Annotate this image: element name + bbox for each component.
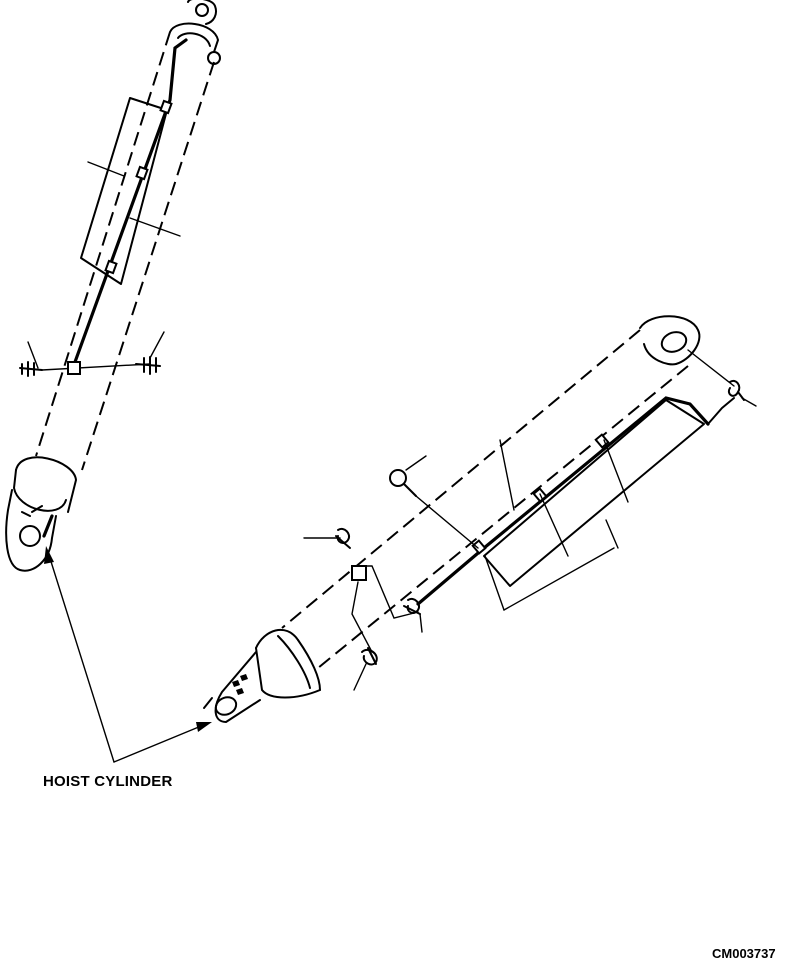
lower-center-block	[351, 565, 367, 581]
upper-cylinder-barrel-right	[81, 61, 215, 471]
lower-cylinder-rod-end	[203, 629, 321, 723]
upper-cylinder-top-eye	[169, 0, 221, 65]
upper-center-block	[67, 361, 81, 375]
upper-cylinder	[5, 0, 221, 572]
lower-cylinder	[203, 315, 757, 723]
lower-cylinder-hose	[416, 396, 710, 606]
lower-leader-d	[605, 519, 619, 549]
upper-clamp-2	[135, 165, 149, 181]
upper-left-fitting	[19, 341, 43, 377]
lower-elbow-fitting	[353, 647, 378, 691]
upper-leader-b	[129, 217, 181, 237]
lower-leader-e	[503, 547, 615, 611]
figure-code-label: CM003737	[712, 946, 776, 961]
lower-right-fitting	[687, 349, 757, 407]
hoist-cylinder-callout-arrows	[44, 546, 212, 763]
lower-banjo-fitting	[389, 455, 479, 549]
upper-clamp-1	[159, 99, 173, 115]
upper-clamp-3	[104, 259, 118, 275]
lower-cylinder-barrel-top	[281, 329, 641, 629]
lower-cylinder-top-eye	[639, 315, 701, 366]
lower-leader-c	[603, 439, 629, 503]
lower-hose-fitting	[403, 598, 423, 633]
lower-leader-b	[539, 493, 569, 557]
upper-right-fitting	[135, 331, 165, 375]
upper-cylinder-guard	[80, 97, 168, 285]
lower-left-fitting	[303, 528, 351, 549]
hoist-cylinder-label: HOIST CYLINDER	[43, 773, 173, 790]
upper-cylinder-rod-end	[5, 456, 77, 572]
lower-cylinder-guard	[483, 399, 705, 587]
upper-cylinder-barrel-left	[35, 31, 171, 457]
upper-leader-a	[87, 161, 125, 177]
upper-cross-line	[41, 363, 151, 371]
lower-cylinder-barrel-bottom	[317, 365, 689, 669]
upper-cylinder-hose	[73, 38, 188, 364]
lower-leader-a	[499, 439, 515, 511]
lower-clamp-1	[471, 539, 487, 555]
